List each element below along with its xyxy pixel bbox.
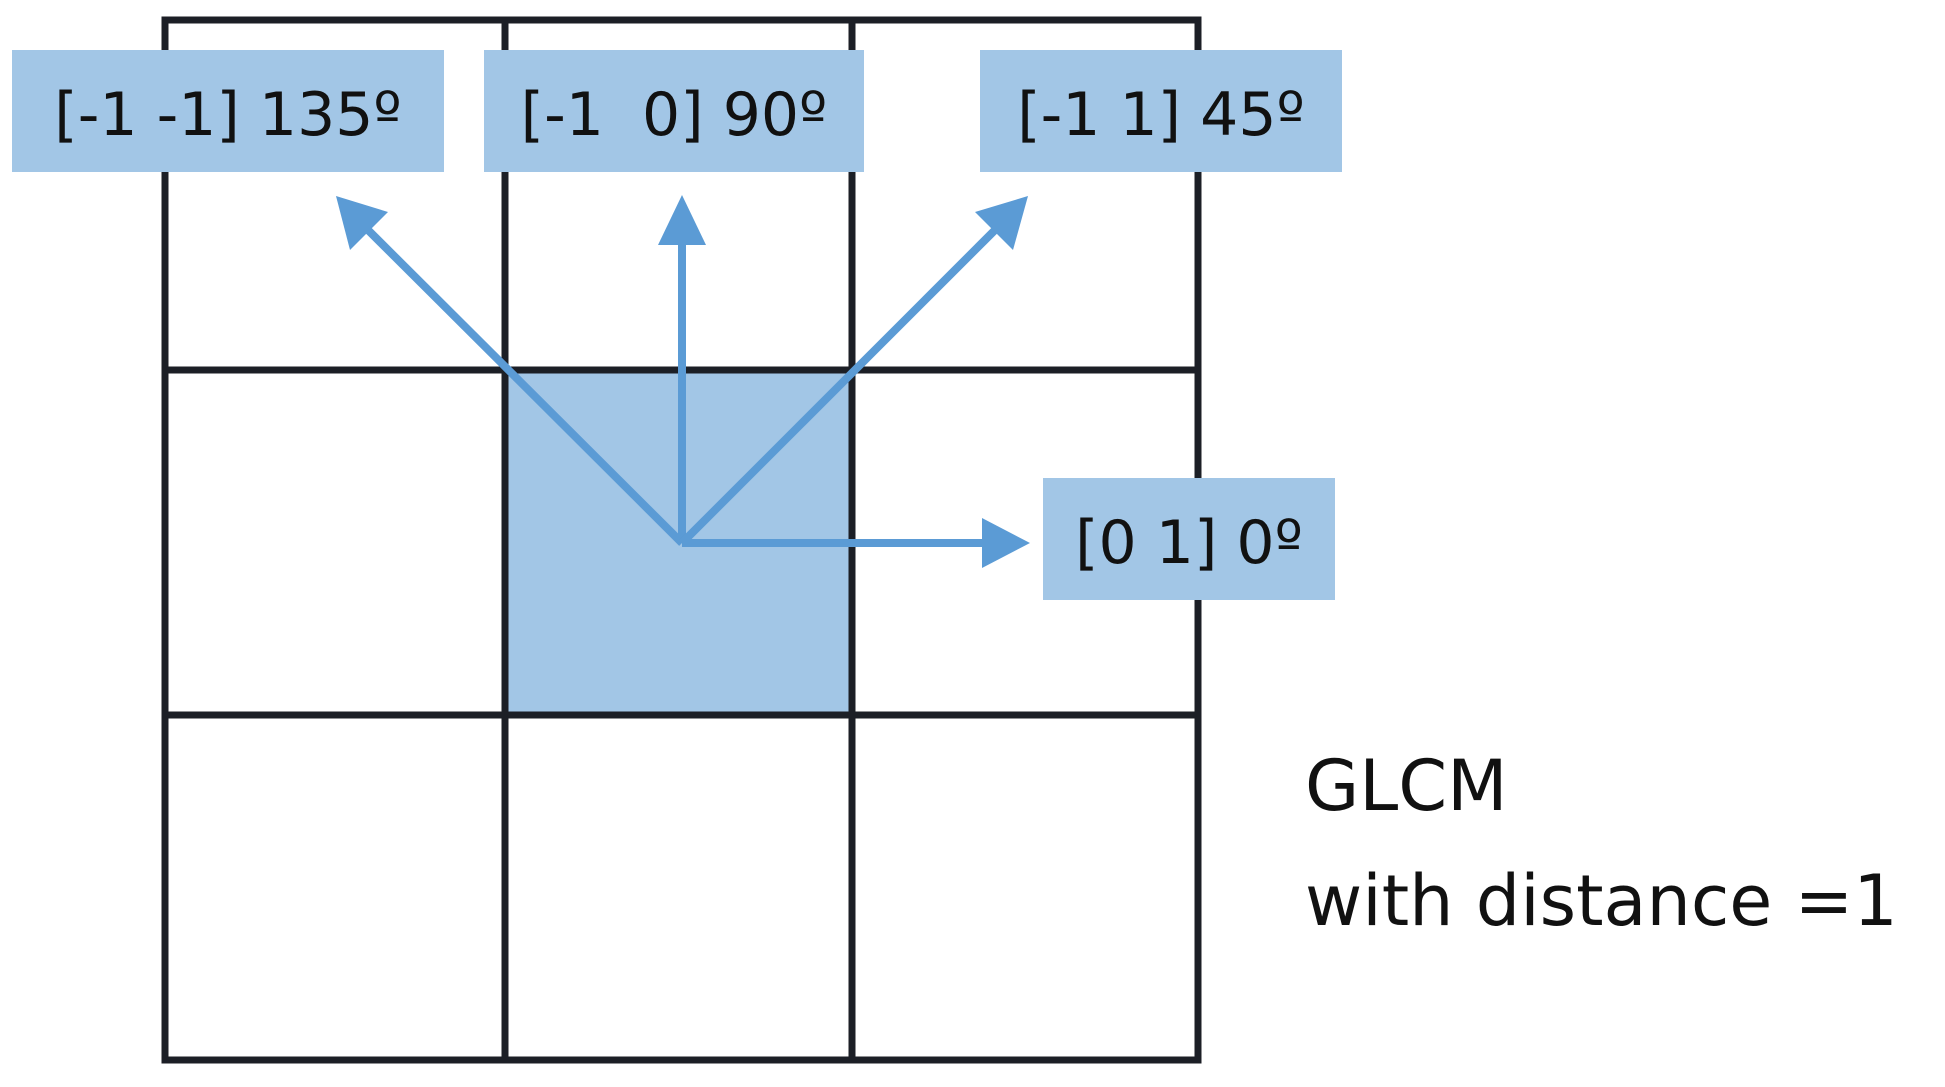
direction-arrows [336, 195, 1030, 568]
label-0-text: [0 1] 0º [1075, 508, 1303, 578]
arrowhead-90 [658, 195, 706, 245]
label-135: [-1 -1] 135º [12, 50, 444, 172]
label-0: [0 1] 0º [1043, 478, 1335, 600]
label-45: [-1 1] 45º [980, 50, 1342, 172]
label-90-text: [-1 0] 90º [521, 80, 828, 150]
label-135-box [12, 50, 444, 172]
label-45-text: [-1 1] 45º [1017, 80, 1305, 150]
arrow-45 [679, 219, 1006, 546]
arrowhead-45 [975, 196, 1028, 250]
label-0-box [1043, 478, 1335, 600]
caption-line-1: GLCM [1305, 745, 1508, 827]
label-90: [-1 0] 90º [484, 50, 864, 172]
arrowhead-135 [336, 196, 388, 250]
arrow-135 [357, 219, 685, 546]
arrowhead-0 [982, 518, 1030, 568]
label-135-text: [-1 -1] 135º [54, 80, 401, 150]
label-45-box [980, 50, 1342, 172]
caption-line-2: with distance =1 [1305, 860, 1898, 942]
label-90-box [484, 50, 864, 172]
